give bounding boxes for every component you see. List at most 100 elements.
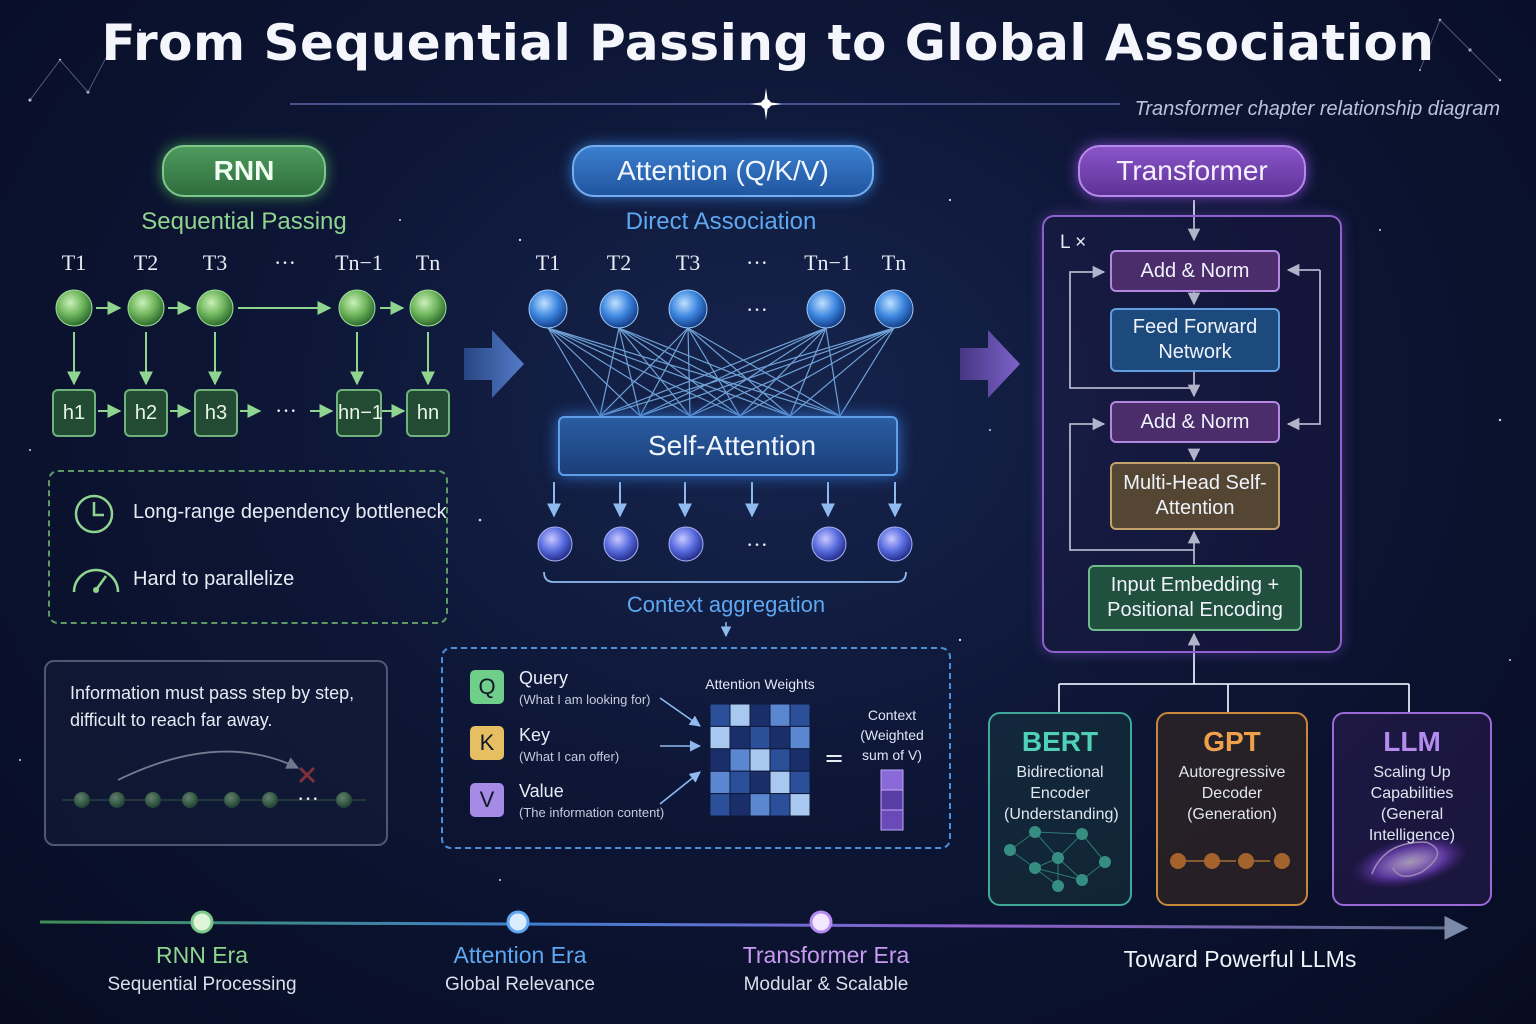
rnn-subtitle: Sequential Passing — [141, 208, 347, 235]
transition-arrow-1 — [464, 330, 524, 398]
attention-connection — [687, 327, 841, 417]
llm-desc: Scaling Up Capabilities (General Intelli… — [1368, 764, 1456, 844]
rnn-token-n: Tn — [415, 250, 441, 275]
attn-token-n: Tn — [881, 250, 907, 275]
bert-desc: Bidirectional Encoder (Understanding) — [1004, 764, 1119, 823]
transition-arrow-2 — [960, 330, 1020, 398]
attention-subtitle: Direct Association — [625, 208, 817, 235]
attn-token-ellipsis: ··· — [746, 250, 768, 275]
attention-connection — [689, 327, 895, 417]
timeline-end-label: Toward Powerful LLMs — [1123, 946, 1357, 972]
gpt-desc: Autoregressive Decoder (Generation) — [1178, 764, 1286, 823]
model-card-bert: BERT Bidirectional Encoder (Understandin… — [988, 712, 1132, 906]
attention-connection — [599, 327, 895, 417]
era-attention-name: Attention Era — [453, 942, 587, 968]
attention-connection — [739, 327, 895, 417]
attention-connection — [687, 327, 791, 417]
attn-token-3: T3 — [675, 250, 701, 275]
query-label: Query — [519, 668, 569, 688]
transformer-header: Transformer — [1078, 145, 1306, 197]
attention-connection — [547, 327, 641, 417]
gauge-icon — [72, 568, 120, 593]
timeline-dot-rnn — [190, 910, 214, 934]
note-ellipsis: ··· — [297, 786, 319, 811]
rnn-token-1: T1 — [61, 250, 87, 275]
attention-connection — [618, 327, 841, 417]
gpt-name: GPT — [1203, 726, 1261, 757]
equals-sign: = — [824, 744, 845, 772]
model-card-gpt: GPT Autoregressive Decoder (Generation) — [1156, 712, 1308, 906]
era-attention-desc: Global Relevance — [445, 974, 595, 995]
timeline-axis — [39, 915, 1469, 940]
era-transformer-desc: Modular & Scalable — [743, 974, 909, 995]
timeline-dot-transformer — [809, 910, 833, 934]
galaxy-large-icon — [1351, 835, 1469, 889]
add-norm-top: Add & Norm — [1110, 250, 1280, 292]
attention-connection — [789, 327, 895, 417]
bert-name: BERT — [1021, 726, 1099, 757]
attention-connection — [618, 327, 791, 417]
attn-input-ellipsis: ··· — [746, 297, 768, 322]
hidden-state-3: h3 — [194, 389, 238, 437]
attention-connection — [547, 327, 601, 417]
hidden-state-n: hn — [406, 389, 450, 437]
query-desc: (What I am looking for) — [519, 692, 651, 707]
rnn-token-ellipsis: ··· — [274, 250, 296, 275]
hidden-state-2: h2 — [124, 389, 168, 437]
attention-output-nodes — [537, 526, 913, 562]
network-icon — [1004, 826, 1111, 892]
key-desc: (What I can offer) — [519, 749, 620, 764]
attention-connection — [618, 327, 741, 417]
self-attention-label: Self-Attention — [648, 430, 817, 461]
era-rnn-name: RNN Era — [155, 942, 248, 968]
rnn-problems-box — [48, 470, 448, 624]
value-badge: V — [470, 783, 504, 817]
aggregation-brace — [543, 571, 907, 583]
attention-connection — [825, 327, 841, 417]
chain-icon — [1170, 853, 1290, 869]
problem-long-range: Long-range dependency bottleneck — [133, 501, 447, 523]
value-label: Value — [519, 781, 564, 801]
attention-connection — [689, 327, 827, 417]
rnn-token-nodes — [55, 289, 447, 327]
attention-weights-matrix — [709, 703, 811, 817]
attention-connection — [789, 327, 827, 417]
rnn-header: RNN — [162, 145, 326, 197]
attention-connection — [599, 327, 620, 417]
problem-parallelize: Hard to parallelize — [133, 568, 295, 590]
qkv-panel — [441, 647, 951, 849]
attn-output-ellipsis: ··· — [746, 532, 768, 557]
matrix-cell — [789, 793, 811, 817]
hidden-state-1: h1 — [52, 389, 96, 437]
add-norm-bottom: Add & Norm — [1110, 401, 1280, 443]
hidden-ellipsis: ··· — [275, 398, 297, 423]
timeline-dot-attention — [506, 910, 530, 934]
attention-connection — [547, 327, 691, 417]
attention-connection — [739, 327, 827, 417]
rnn-token-n-1: Tn−1 — [335, 250, 383, 275]
clock-icon — [74, 494, 114, 534]
hidden-state-n-1: hn−1 — [336, 389, 383, 437]
attention-weights-label: Attention Weights — [705, 676, 815, 692]
era-transformer-name: Transformer Era — [742, 942, 910, 968]
attention-connection — [618, 327, 691, 417]
query-badge: Q — [470, 670, 504, 704]
model-card-llm: LLM Scaling Up Capabilities (General Int… — [1332, 712, 1492, 906]
attention-connection — [599, 327, 689, 417]
llm-name: LLM — [1383, 726, 1441, 757]
context-label: Context (Weighted sum of V) — [860, 707, 924, 763]
era-rnn-desc: Sequential Processing — [107, 974, 297, 995]
attention-connection — [547, 327, 841, 417]
attention-header: Attention (Q/K/V) — [572, 145, 874, 197]
page-title: From Sequential Passing to Global Associ… — [101, 14, 1435, 72]
key-badge: K — [470, 726, 504, 760]
rnn-token-3: T3 — [202, 250, 228, 275]
rnn-token-2: T2 — [133, 250, 159, 275]
page-subtitle: Transformer chapter relationship diagram — [1134, 98, 1500, 120]
layer-repeat-label: L × — [1060, 232, 1087, 253]
key-label: Key — [519, 725, 551, 745]
self-attention-block: Self-Attention — [558, 416, 898, 476]
attention-connection — [839, 327, 895, 417]
attention-connection — [639, 327, 827, 417]
